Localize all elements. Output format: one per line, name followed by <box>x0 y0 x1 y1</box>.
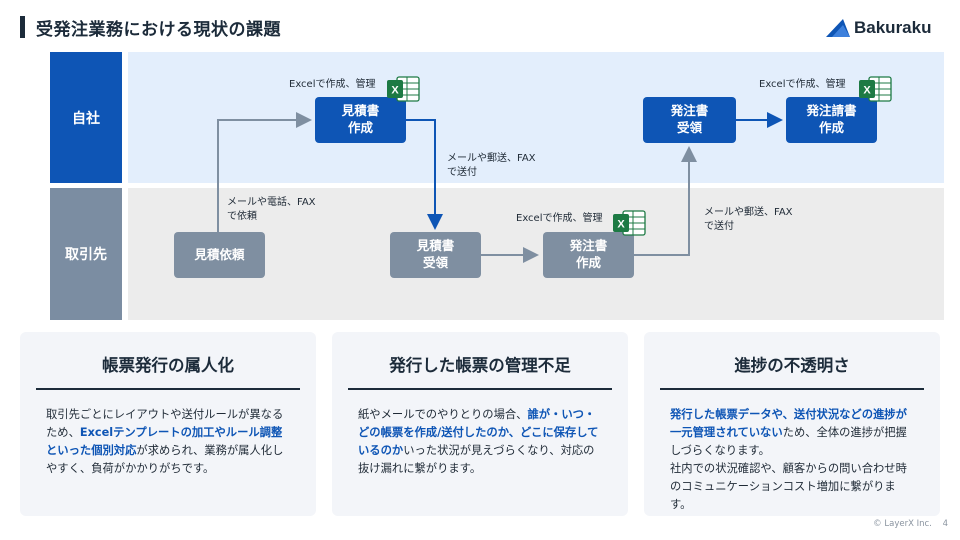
arrow-order-to-receive <box>633 146 697 256</box>
card-text: 取引先ごとにレイアウトや送付ルールが異なるため、 <box>46 408 284 440</box>
card-divider <box>348 388 612 390</box>
card-text: が求められ、業務が属人化しやすく、負荷がかかりがちです。 <box>46 444 284 476</box>
issue-card-1: 帳票発行の属人化 取引先ごとにレイアウトや送付ルールが異なるため、Excelテン… <box>20 332 316 516</box>
note-mail-post-fax-1: メールや郵送、FAX で送付 <box>447 153 536 178</box>
card-text: ため、全体の進捗が把握しづらくなります。 社内での状況確認や、顧客からの問い合わ… <box>670 426 907 512</box>
svg-text:X: X <box>391 85 399 97</box>
node-estimate-receive: 見積書 受領 <box>390 232 481 278</box>
card-text-highlight: Excelテンプレートの加工やルール調整といった個別対応 <box>46 426 283 458</box>
note-excel-estimate: Excelで作成、管理 <box>289 79 376 90</box>
excel-icon: X <box>613 210 646 236</box>
page-number: 4 <box>942 519 948 529</box>
card-text: いった状況が見えづらくなり、対応の抜け漏れに繋がります。 <box>358 444 595 476</box>
lane-label-partner: 取引先 <box>50 188 122 320</box>
issue-card-3: 進捗の不透明さ 発行した帳票データや、送付状況などの進捗が一元管理されていないた… <box>644 332 940 516</box>
node-order-receive: 発注書 受領 <box>643 97 736 143</box>
node-invoice-create: 発注請書 作成 <box>786 97 877 143</box>
arrow-estimate-to-receive <box>406 119 443 230</box>
node-estimate-create: 見積書 作成 <box>315 97 406 143</box>
card-divider <box>36 388 300 390</box>
bakuraku-logo: Bakuraku <box>826 18 931 38</box>
card-text: 紙やメールでのやりとりの場合、 <box>358 408 528 421</box>
issue-card-body: 紙やメールでのやりとりの場合、誰が・いつ・どの帳票を作成/送付したのか、どこに保… <box>332 390 628 478</box>
issue-card-2: 発行した帳票の管理不足 紙やメールでのやりとりの場合、誰が・いつ・どの帳票を作成… <box>332 332 628 516</box>
bakuraku-logo-icon <box>826 19 850 37</box>
card-text-highlight: 誰が・いつ・どの帳票を作成/送付したのか、どこに保存しているのか <box>358 408 599 458</box>
issue-card-body: 取引先ごとにレイアウトや送付ルールが異なるため、Excelテンプレートの加工やル… <box>20 390 316 478</box>
issue-card-body: 発行した帳票データや、送付状況などの進捗が一元管理されていないため、全体の進捗が… <box>644 390 940 514</box>
lane-label-self: 自社 <box>50 52 122 183</box>
note-excel-order: Excelで作成、管理 <box>516 213 603 224</box>
issue-card-title: 発行した帳票の管理不足 <box>389 356 571 375</box>
page-title: 受発注業務における現状の課題 <box>36 20 281 40</box>
footer: © LayerX Inc. 4 <box>873 519 948 529</box>
note-excel-invoice: Excelで作成、管理 <box>759 79 846 90</box>
copyright: © LayerX Inc. <box>873 519 932 529</box>
excel-icon: X <box>387 76 420 102</box>
issue-card-title: 進捗の不透明さ <box>734 356 850 375</box>
node-estimate-request: 見積依頼 <box>174 232 265 278</box>
arrow-request-to-estimate <box>217 112 312 232</box>
issue-card-title: 帳票発行の属人化 <box>102 356 234 375</box>
note-mail-phone-fax: メールや電話、FAX で依頼 <box>227 197 316 222</box>
note-mail-post-fax-2: メールや郵送、FAX で送付 <box>704 207 793 232</box>
excel-icon: X <box>859 76 892 102</box>
title-accent-bar <box>20 16 25 38</box>
node-order-create: 発注書 作成 <box>543 232 634 278</box>
svg-text:X: X <box>863 85 871 97</box>
card-text-highlight: 発行した帳票データや、送付状況などの進捗が一元管理されていない <box>670 408 907 440</box>
svg-text:X: X <box>617 219 625 231</box>
card-divider <box>660 388 924 390</box>
logo-text: Bakuraku <box>854 18 932 37</box>
